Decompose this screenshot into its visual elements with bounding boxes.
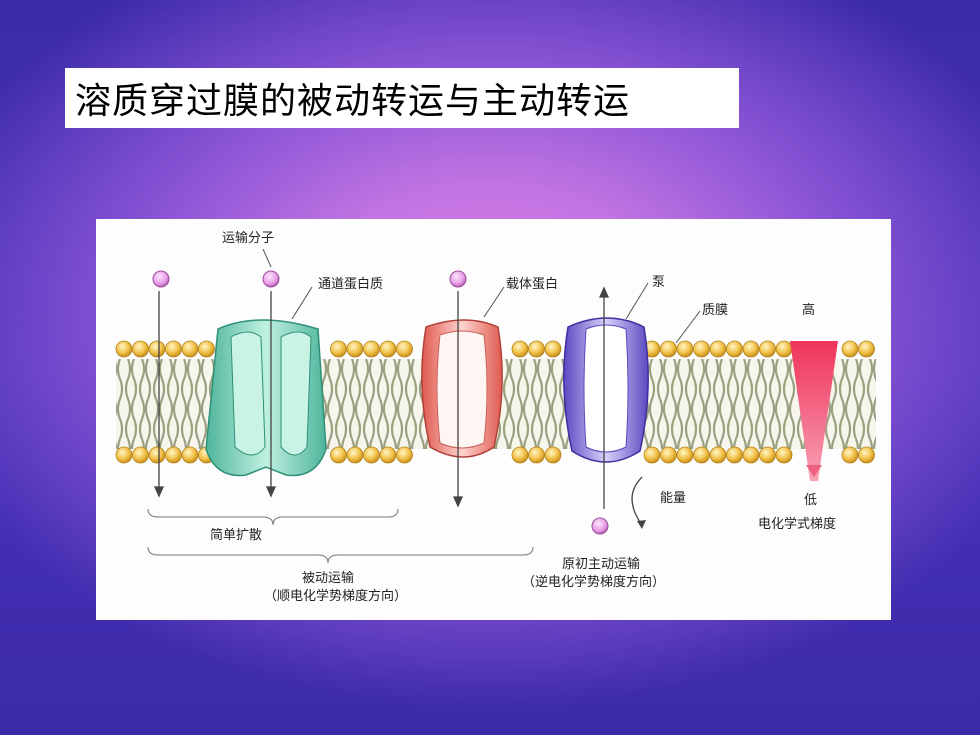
flow-arrows bbox=[153, 286, 610, 509]
lipid-head bbox=[676, 340, 694, 358]
energy-arrow bbox=[631, 476, 643, 526]
carrier-protein bbox=[421, 319, 503, 458]
lipid-head bbox=[181, 446, 199, 464]
lipid-head bbox=[676, 446, 694, 464]
lipid-head bbox=[726, 446, 743, 464]
lipid-head bbox=[363, 340, 380, 358]
molecule bbox=[591, 517, 609, 535]
leader-lines bbox=[262, 248, 701, 344]
lipid-head bbox=[709, 446, 727, 464]
lipid-head bbox=[544, 446, 562, 464]
lipid-head bbox=[346, 340, 364, 358]
lipid-head bbox=[330, 340, 347, 358]
lipid-head bbox=[132, 340, 149, 358]
lipid-head bbox=[528, 446, 545, 464]
lipid-head bbox=[528, 340, 545, 358]
lipid-head bbox=[643, 446, 661, 464]
lipid-head bbox=[148, 340, 166, 358]
lipid-head bbox=[511, 340, 529, 358]
title-box: 溶质穿过膜的被动转运与主动转运 bbox=[65, 68, 739, 128]
lipid-head bbox=[181, 340, 199, 358]
molecule bbox=[152, 270, 170, 288]
lipid-head bbox=[759, 340, 776, 358]
label-plasma-membrane: 质膜 bbox=[702, 303, 729, 318]
label-channel-protein: 通道蛋白质 bbox=[318, 277, 384, 292]
lipid-head bbox=[330, 446, 347, 464]
braces bbox=[147, 508, 534, 564]
label-passive-note: （顺电化学势梯度方向） bbox=[264, 589, 408, 604]
gradient-wedge bbox=[790, 341, 838, 481]
lipid-head bbox=[379, 446, 397, 464]
lipid-head bbox=[115, 340, 133, 358]
label-simple-diffusion: 简单扩散 bbox=[210, 528, 263, 543]
lipid-head bbox=[693, 340, 710, 358]
energy-arrowhead bbox=[637, 520, 646, 529]
label-gradient: 电化学式梯度 bbox=[758, 517, 837, 532]
lipid-head bbox=[841, 446, 859, 464]
membrane-diagram bbox=[115, 248, 876, 564]
lipid-head bbox=[396, 340, 413, 358]
label-transported-molecule: 运输分子 bbox=[222, 231, 275, 246]
pump-protein bbox=[563, 317, 649, 463]
lipid-head bbox=[693, 446, 710, 464]
molecule bbox=[262, 270, 280, 288]
lipid-head bbox=[511, 446, 529, 464]
lipid-head bbox=[709, 340, 727, 358]
lipid-heads bbox=[115, 340, 875, 464]
label-carrier-protein: 载体蛋白 bbox=[506, 277, 559, 292]
membrane-transport-figure: 运输分子 通道蛋白质 载体蛋白 泵 质膜 高 能量 低 电化学式梯度 简单扩散 … bbox=[96, 219, 891, 620]
label-primary-active: 原初主动运输 bbox=[562, 557, 641, 572]
label-low: 低 bbox=[804, 493, 818, 508]
lipid-head bbox=[346, 446, 364, 464]
lipid-head bbox=[775, 340, 793, 358]
lipid-head bbox=[660, 340, 677, 358]
lipid-head bbox=[841, 340, 859, 358]
lipid-head bbox=[115, 446, 133, 464]
channel-protein bbox=[205, 319, 327, 477]
lipid-head bbox=[726, 340, 743, 358]
lipid-head bbox=[742, 446, 760, 464]
lipid-head bbox=[858, 446, 875, 464]
slide-title: 溶质穿过膜的被动转运与主动转运 bbox=[75, 81, 631, 122]
label-energy: 能量 bbox=[660, 491, 687, 506]
label-high: 高 bbox=[802, 303, 816, 318]
lipid-head bbox=[132, 446, 149, 464]
lipid-head bbox=[165, 340, 182, 358]
molecule bbox=[449, 270, 467, 288]
label-pump: 泵 bbox=[652, 275, 666, 290]
gradient-arrowhead bbox=[806, 465, 822, 477]
label-passive-transport: 被动运输 bbox=[302, 571, 355, 586]
lipid-head bbox=[148, 446, 166, 464]
label-active-note: （逆电化学势梯度方向） bbox=[522, 575, 666, 590]
lipid-head bbox=[742, 340, 760, 358]
lipid-head bbox=[363, 446, 380, 464]
lipid-head bbox=[544, 340, 562, 358]
lipid-head bbox=[379, 340, 397, 358]
lipid-head bbox=[165, 446, 182, 464]
lipid-head bbox=[759, 446, 776, 464]
lipid-head bbox=[198, 340, 215, 358]
lipid-head bbox=[775, 446, 793, 464]
lipid-head bbox=[396, 446, 413, 464]
lipid-head bbox=[858, 340, 875, 358]
lipid-head bbox=[660, 446, 677, 464]
